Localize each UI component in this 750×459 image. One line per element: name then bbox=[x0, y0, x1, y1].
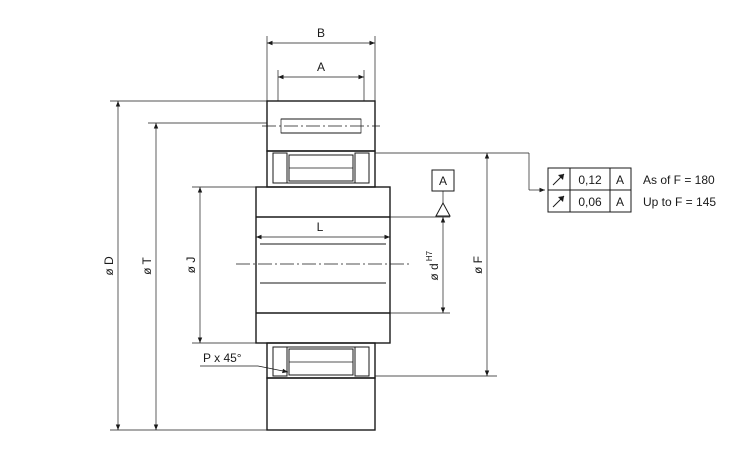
dimension-T-label: ø T bbox=[140, 256, 154, 274]
dimension-J: ø J bbox=[184, 186, 256, 344]
runout-icon bbox=[552, 173, 565, 186]
dimension-d-label: ø d bbox=[427, 263, 441, 280]
datum-A-label: A bbox=[439, 174, 447, 188]
upper-roller-row bbox=[266, 150, 376, 188]
dimension-d-fit: H7 bbox=[425, 250, 434, 261]
chamfer-callout: P x 45° bbox=[200, 351, 289, 374]
dimension-d: ø d H7 bbox=[390, 216, 450, 314]
runout-icon bbox=[552, 195, 565, 208]
datum-A: A bbox=[431, 169, 455, 217]
tolerance-value-2: 0,06 bbox=[578, 195, 602, 209]
tolerance-note-2: Up to F = 145 bbox=[643, 195, 716, 209]
dimension-B-label: B bbox=[317, 26, 325, 40]
tolerance-value-1: 0,12 bbox=[578, 173, 602, 187]
outer-ring-bottom bbox=[266, 377, 376, 431]
dimension-A-label: A bbox=[317, 60, 325, 74]
outer-ring-top bbox=[262, 100, 380, 152]
dimension-J-label: ø J bbox=[184, 257, 198, 274]
tolerance-datum-1: A bbox=[616, 173, 624, 187]
chamfer-label: P x 45° bbox=[203, 351, 242, 365]
tolerance-frame: 0,12 A As of F = 180 0,06 A Up to F = 14… bbox=[547, 167, 716, 213]
dimension-F: ø F bbox=[375, 152, 497, 377]
dimension-T: ø T bbox=[140, 122, 267, 430]
dimension-D: ø D bbox=[102, 100, 267, 431]
tolerance-note-1: As of F = 180 bbox=[643, 173, 715, 187]
dimension-D-label: ø D bbox=[102, 256, 116, 276]
dimension-B: B bbox=[266, 26, 376, 101]
inner-ring bbox=[236, 186, 410, 344]
dimension-F-label: ø F bbox=[471, 256, 485, 274]
lower-roller-row bbox=[266, 342, 376, 379]
dimension-L: L bbox=[256, 220, 390, 240]
tolerance-datum-2: A bbox=[616, 195, 624, 209]
dimension-L-label: L bbox=[317, 220, 324, 234]
dimension-A: A bbox=[277, 60, 365, 101]
tolerance-leader bbox=[497, 152, 545, 193]
